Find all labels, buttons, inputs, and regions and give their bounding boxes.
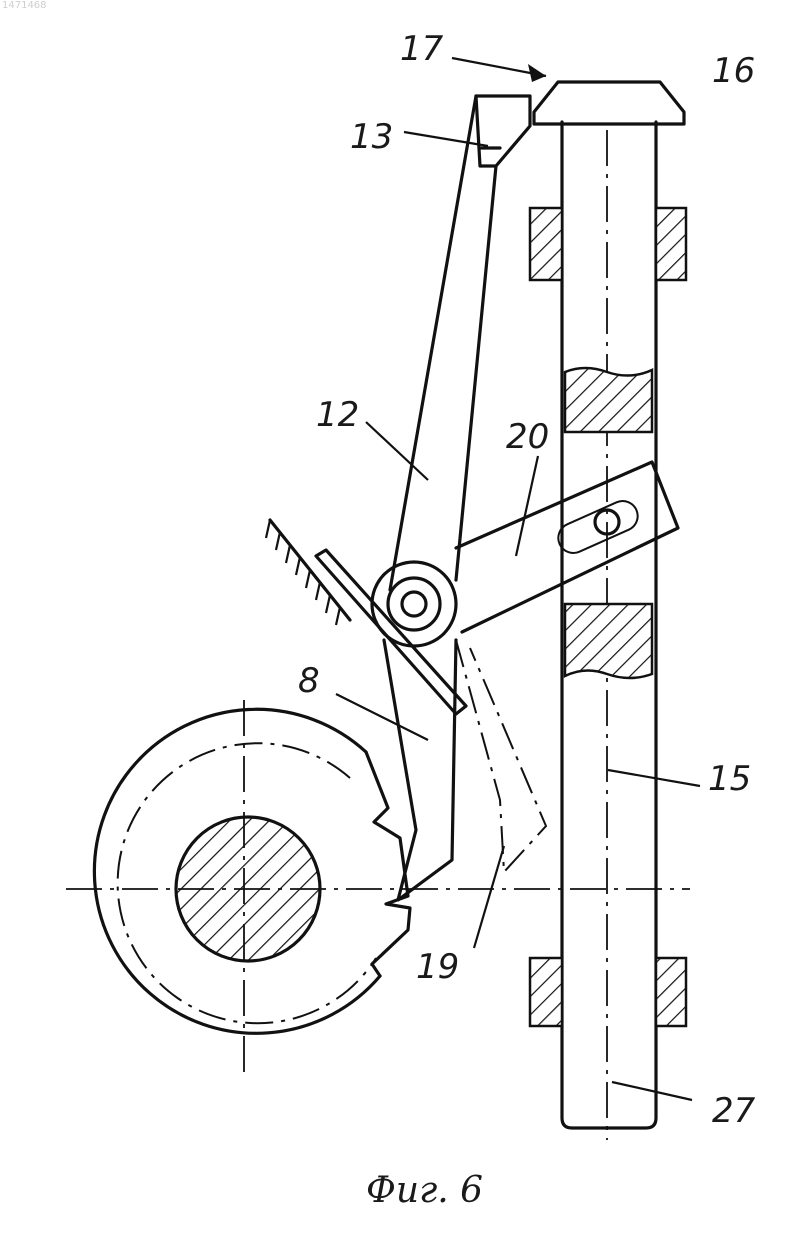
corner-id-text: 1471468 bbox=[2, 0, 47, 11]
lever-12 bbox=[390, 96, 530, 590]
label-13: 13 bbox=[350, 117, 393, 157]
label-19: 19 bbox=[416, 947, 459, 987]
label-16: 16 bbox=[712, 51, 755, 91]
label-20: 20 bbox=[506, 417, 549, 457]
figure-caption: Фиг. 6 bbox=[366, 1170, 483, 1211]
pawl-8 bbox=[384, 640, 456, 900]
label-27: 27 bbox=[712, 1091, 756, 1131]
label-15: 15 bbox=[708, 759, 751, 799]
rod-collars bbox=[565, 368, 652, 678]
label-17: 17 bbox=[400, 29, 444, 69]
label-12: 12 bbox=[316, 395, 359, 435]
rod-head-16 bbox=[534, 82, 684, 124]
pawl-19-alt bbox=[456, 640, 546, 872]
ratchet-wheel bbox=[94, 700, 410, 1080]
label-8: 8 bbox=[298, 661, 320, 701]
